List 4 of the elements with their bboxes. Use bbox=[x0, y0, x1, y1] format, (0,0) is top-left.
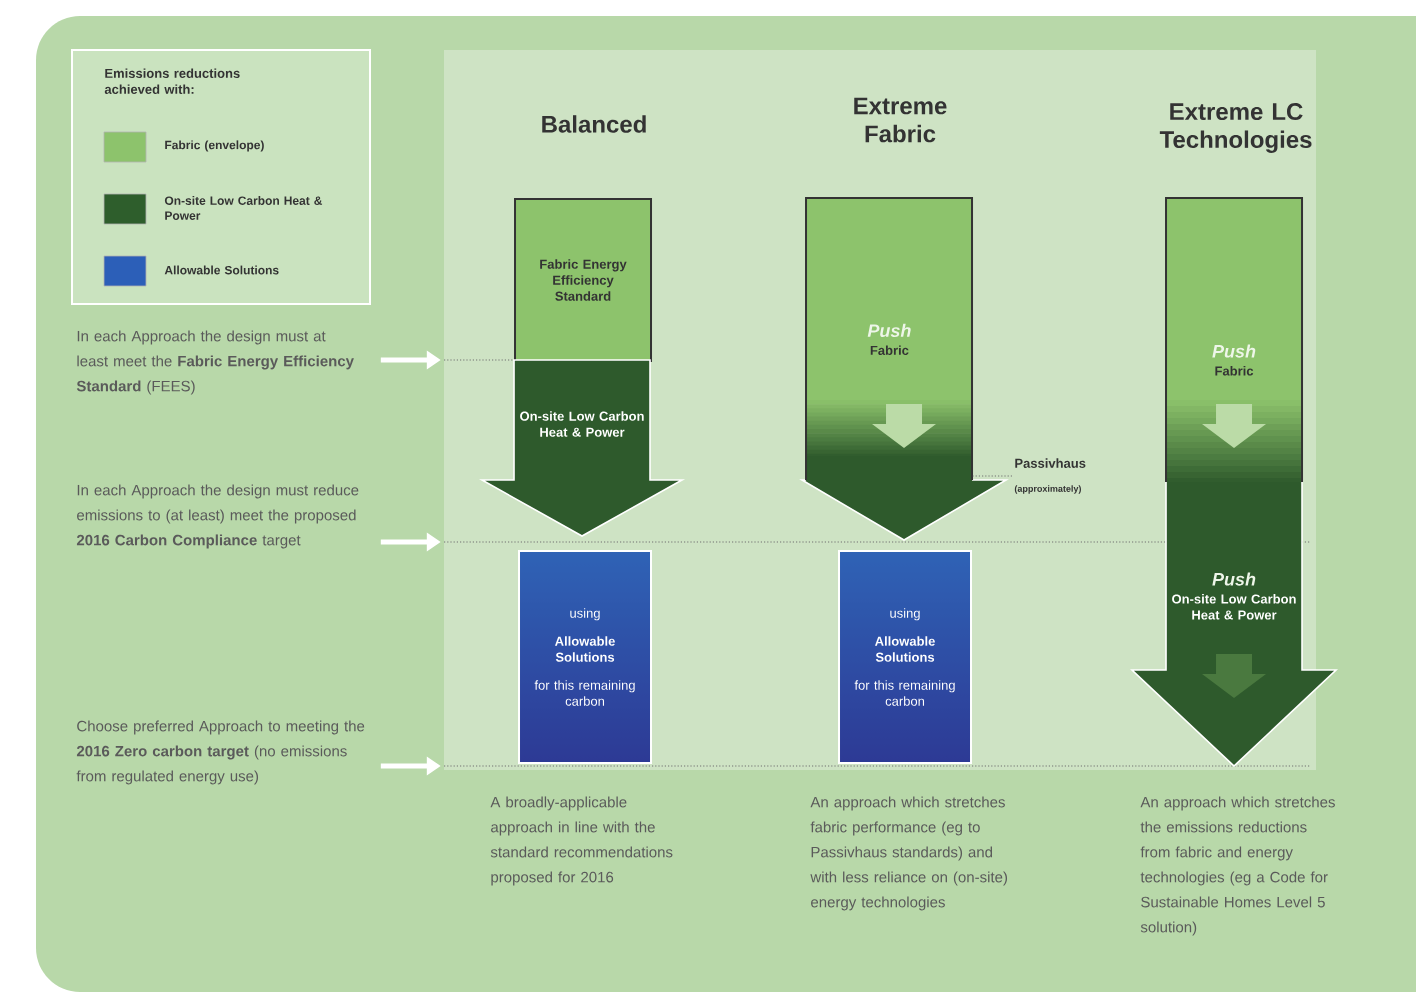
column-heading: Extreme Fabric bbox=[854, 97, 947, 143]
column-heading: Balanced bbox=[542, 115, 646, 133]
column-heading: Extreme LC Technologies bbox=[1159, 103, 1312, 153]
leader-line bbox=[972, 475, 1013, 477]
